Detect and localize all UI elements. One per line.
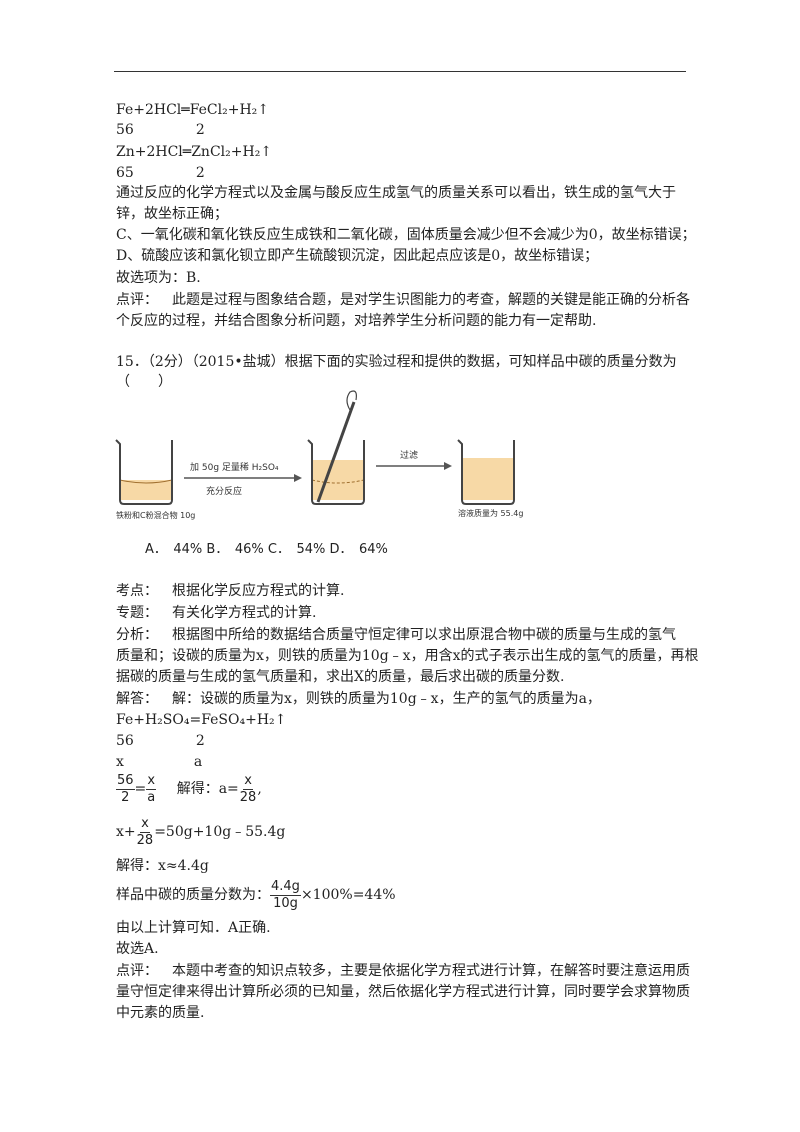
explanation-text: 通过反应的化学方程式以及金属与酸反应生成氢气的质量关系可以看出，铁生成的氢气大于 (116, 185, 676, 201)
arrow1-bottom-label: 充分反应 (206, 485, 242, 497)
question-stem: 15．（2分）（2015•盐城）根据下面的实验过程和提供的数据，可知样品中碳的质… (116, 354, 677, 370)
answer-line: 故选A. (116, 941, 159, 957)
kaodian-label: 考点： (116, 583, 158, 599)
beaker-icon (115, 439, 173, 505)
zhuanti-line: 专题：有关化学方程式的计算. (116, 605, 317, 621)
experiment-figure: 铁粉和C粉混合物 10g 加 50g 足量稀 H₂SO₄ 充分反应 过滤 溶液质… (115, 390, 523, 520)
comment-label: 点评： (116, 292, 158, 308)
option-c-analysis: C、一氧化碳和氧化铁反应生成铁和二氧化碳，固体质量会减少但不会减少为0，故坐标错… (116, 227, 696, 243)
comment-line: 中元素的质量. (116, 1005, 205, 1021)
fenxi-line: 据碳的质量与生成的氢气质量和，求出X的质量，最后求出碳的质量分数. (116, 669, 565, 685)
comment-label: 点评： (116, 963, 158, 979)
beaker-icon (457, 439, 515, 505)
comment-line: 量守恒定律来得出计算所必须的已知量，然后依据化学方程式进行计算，同时要学会求算物… (116, 984, 690, 1000)
comment-line: 个反应的过程，并结合图象分析问题，对培养学生分析问题的能力有一定帮助. (116, 313, 597, 329)
option-d-analysis: D、硫酸应该和氯化钡立即产生硫酸钡沉淀，因此起点应该是0，故坐标错误； (116, 248, 599, 264)
answer-line: 故选项为：B. (116, 270, 201, 286)
fenxi-label: 分析： (116, 627, 158, 643)
arrow2-label: 过滤 (400, 449, 418, 461)
glass-rod-icon (316, 390, 357, 503)
jieda-line: 解答：解：设碳的质量为x，则铁的质量为10g﹣x，生产的氢气的质量为a， (116, 691, 601, 707)
fenxi-line: 分析：根据图中所给的数据结合质量守恒定律可以求出原混合物中碳的质量与生成的氢气 (116, 627, 676, 643)
conclusion-line: 由以上计算可知．A正确. (116, 920, 271, 936)
comment-line: 点评：本题中考查的知识点较多，主要是依据化学方程式进行计算，在解答时要注意运用质 (116, 963, 690, 979)
equation-zn-hcl: Zn+2HCl═ZnCl₂+H₂↑ (116, 144, 273, 160)
result-line: 解得：x≈4.4g (116, 858, 209, 874)
header-rule (114, 71, 686, 72)
zhuanti-label: 专题： (116, 605, 158, 621)
figure-label-left: 铁粉和C粉混合物 10g (116, 510, 195, 520)
figure-label-right: 溶液质量为 55.4g (458, 508, 523, 518)
arrow1-top-label: 加 50g 足量稀 H₂SO₄ (190, 461, 279, 473)
arrow-head-icon (294, 474, 302, 482)
answer-options: A． 44% B． 46% C． 54% D． 64% (145, 542, 388, 557)
question-blank: （ ） (116, 374, 172, 390)
equation-fe-hcl: Fe+2HCl═FeCl₂+H₂↑ (116, 102, 270, 118)
jieda-label: 解答： (116, 691, 158, 707)
fenxi-line: 质量和；设碳的质量为x，则铁的质量为10g﹣x，用含x的式子表示出生成的氢气的质… (116, 648, 699, 664)
kaodian-line: 考点：根据化学反应方程式的计算. (116, 583, 345, 599)
comment-line: 点评：此题是过程与图象结合题，是对学生识图能力的考查，解题的关键是能正确的分析各 (116, 292, 690, 308)
equation-fe-h2so4: Fe+H₂SO₄=FeSO₄+H₂↑ (116, 712, 287, 728)
arrow-head-icon (444, 462, 452, 470)
explanation-text: 锌，故坐标正确； (116, 206, 228, 222)
